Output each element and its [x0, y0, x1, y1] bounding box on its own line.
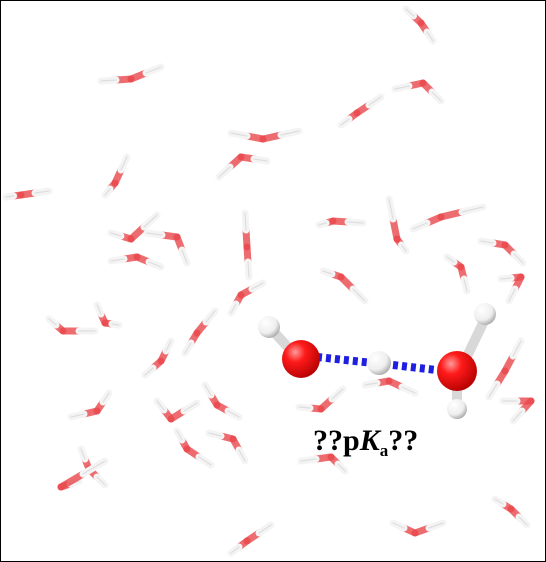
hbond-left: [316, 353, 374, 367]
pka-label-prefix: ??p: [313, 424, 360, 457]
background-water-molecules: [2, 5, 535, 557]
pka-label-k: K: [359, 424, 380, 457]
left-oxygen-atom: [282, 340, 320, 378]
left-hydrogen-atom: [258, 316, 280, 338]
pka-label-subscript: a: [379, 441, 389, 460]
right-hydrogen-atom-bottom: [447, 399, 467, 419]
pka-label: ??pKa??: [313, 424, 419, 460]
shared-proton-atom: [367, 351, 391, 375]
right-oxygen-atom: [437, 351, 477, 391]
right-hydrogen-atom-top: [474, 303, 496, 325]
proton-transfer-complex: [258, 303, 496, 419]
pka-label-suffix: ??: [388, 424, 419, 457]
